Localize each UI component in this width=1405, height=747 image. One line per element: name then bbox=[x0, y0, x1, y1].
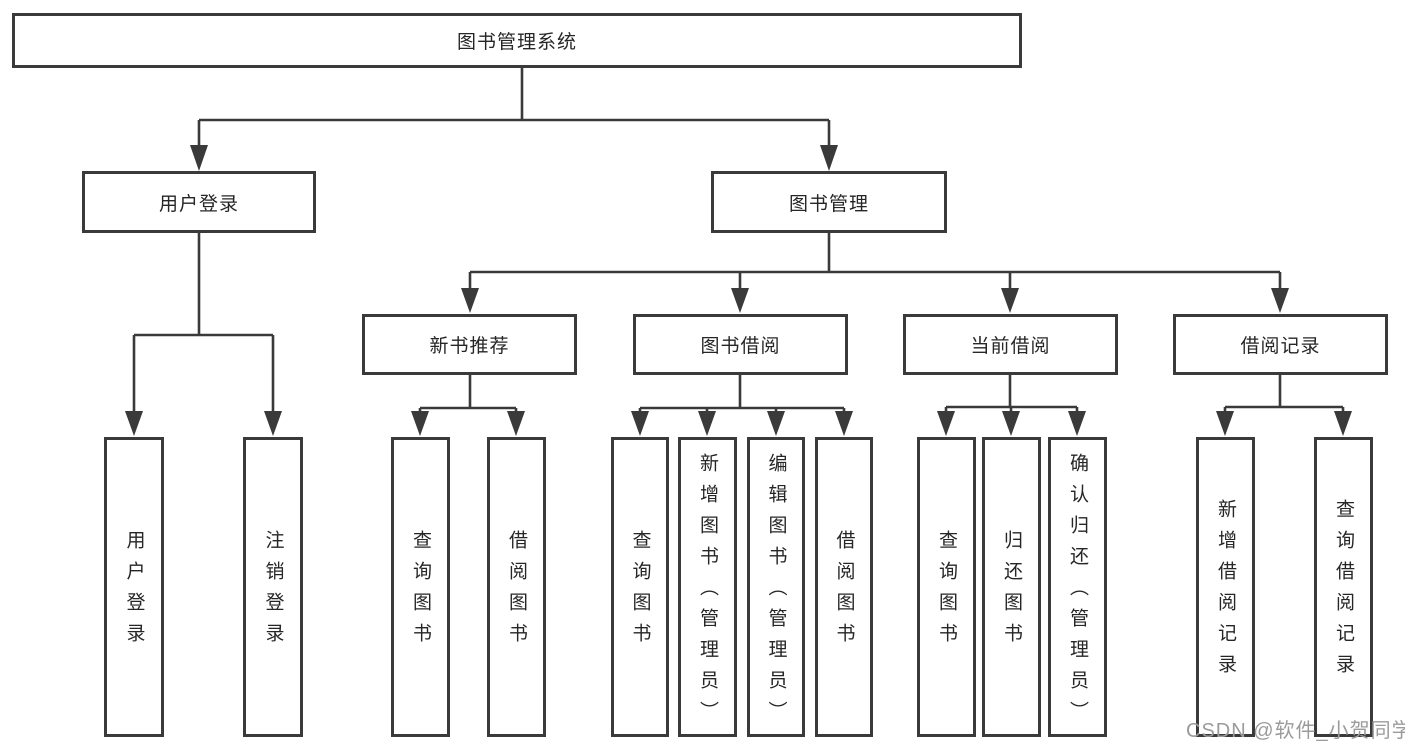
node-new-book-recommend: 新书推荐 bbox=[362, 314, 577, 375]
leaf-edit-book-admin: 编辑图书（管理员） bbox=[747, 437, 805, 737]
node-current-borrow: 当前借阅 bbox=[903, 314, 1118, 375]
leaf-label: 借阅图书 bbox=[506, 530, 527, 654]
leaf-label: 查询图书 bbox=[629, 530, 651, 654]
leaf-return-book: 归还图书 bbox=[982, 437, 1041, 737]
node-book-management-system: 图书管理系统 bbox=[12, 13, 1022, 68]
node-label: 用户登录 bbox=[158, 193, 239, 215]
leaf-query-borrow-record: 查询借阅记录 bbox=[1314, 437, 1373, 737]
node-label: 图书管理 bbox=[788, 193, 869, 215]
leaf-confirm-return-admin: 确认归还（管理员） bbox=[1048, 437, 1107, 737]
leaf-add-borrow-record: 新增借阅记录 bbox=[1196, 437, 1255, 737]
leaf-add-book-admin: 新增图书（管理员） bbox=[678, 437, 737, 737]
node-book-borrow: 图书借阅 bbox=[633, 314, 848, 375]
node-label: 新书推荐 bbox=[429, 336, 510, 357]
leaf-label: 新增图书（管理员） bbox=[697, 452, 718, 732]
node-label: 图书管理系统 bbox=[456, 32, 577, 53]
leaf-label: 注销登录 bbox=[262, 530, 284, 654]
leaf-user-login: 用户登录 bbox=[104, 437, 164, 737]
leaf-label: 查询图书 bbox=[936, 530, 957, 654]
leaf-query-books: 查询图书 bbox=[611, 437, 669, 737]
node-user-login: 用户登录 bbox=[82, 171, 316, 233]
leaf-borrow-books: 借阅图书 bbox=[487, 437, 546, 737]
leaf-label: 用户登录 bbox=[123, 530, 145, 654]
leaf-logout: 注销登录 bbox=[243, 437, 303, 737]
leaf-label: 新增借阅记录 bbox=[1215, 499, 1236, 685]
leaf-label: 借阅图书 bbox=[833, 530, 855, 654]
leaf-borrow-books: 借阅图书 bbox=[815, 437, 873, 737]
leaf-label: 归还图书 bbox=[1001, 530, 1022, 654]
leaf-label: 查询图书 bbox=[410, 530, 431, 654]
node-label: 当前借阅 bbox=[970, 336, 1051, 357]
leaf-query-books: 查询图书 bbox=[917, 437, 976, 737]
node-label: 借阅记录 bbox=[1240, 336, 1321, 357]
node-label: 图书借阅 bbox=[700, 336, 781, 357]
leaf-query-books: 查询图书 bbox=[391, 437, 450, 737]
leaf-label: 查询借阅记录 bbox=[1333, 499, 1354, 685]
csdn-watermark: CSDN @软件_小贺同学 bbox=[1186, 720, 1405, 742]
leaf-label: 编辑图书（管理员） bbox=[765, 452, 787, 732]
leaf-label: 确认归还（管理员） bbox=[1067, 452, 1088, 732]
node-book-management: 图书管理 bbox=[711, 171, 947, 233]
node-borrow-records: 借阅记录 bbox=[1173, 314, 1388, 375]
